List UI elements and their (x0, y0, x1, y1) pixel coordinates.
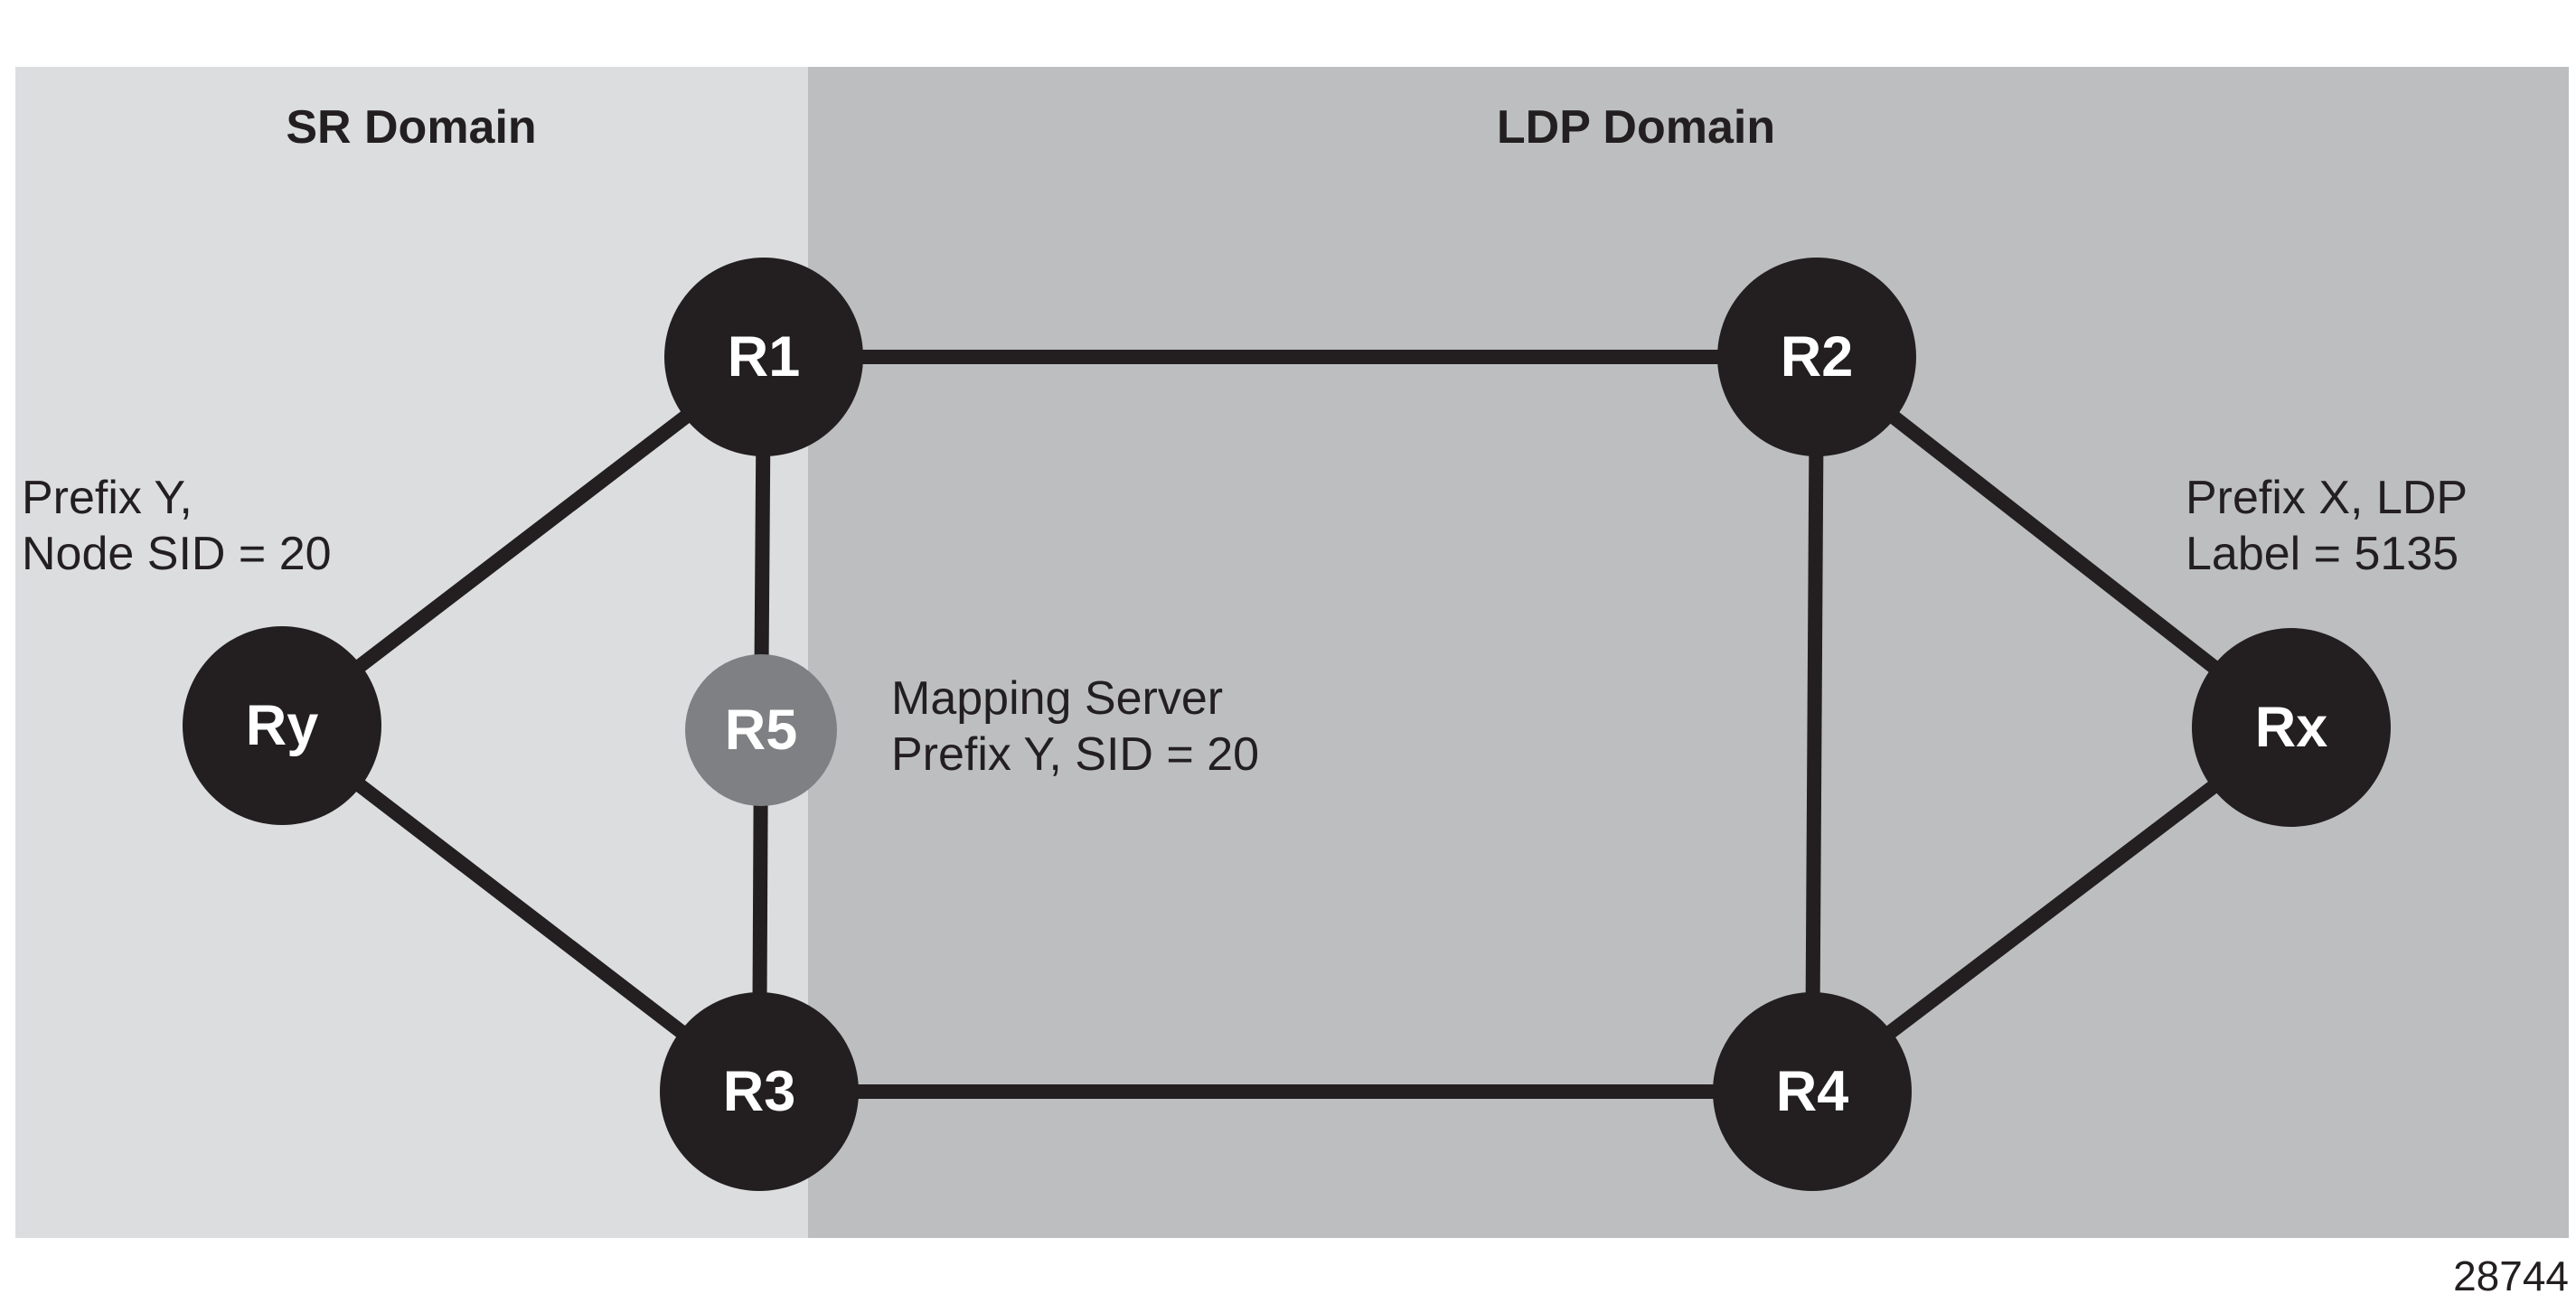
link-ry-r3 (277, 719, 764, 1098)
node-r1[interactable]: R1 (664, 258, 863, 456)
link-r2-rx (1812, 351, 2296, 734)
node-label-r5: R5 (725, 699, 798, 762)
node-circle-r1[interactable] (664, 258, 863, 456)
figure-number-layer: 28744 (2453, 1252, 2569, 1299)
node-r5[interactable]: R5 (685, 654, 837, 806)
annotation-line: Prefix Y, (22, 472, 193, 524)
annotation-line: Mapping Server (891, 672, 1223, 725)
node-ry[interactable]: Ry (183, 626, 381, 825)
node-label-r3: R3 (723, 1060, 796, 1123)
node-r2[interactable]: R2 (1717, 258, 1916, 456)
node-label-ry: Ry (246, 694, 319, 757)
annotation-line: Label = 5135 (2186, 528, 2458, 580)
link-r2-r4 (1805, 356, 1824, 1093)
node-circle-r4[interactable] (1713, 992, 1912, 1191)
node-label-r4: R4 (1776, 1060, 1849, 1123)
node-label-r2: R2 (1781, 325, 1854, 389)
annotation-line: Prefix X, LDP (2186, 472, 2468, 524)
figure-number: 28744 (2453, 1252, 2569, 1299)
link-ry-r1 (277, 351, 768, 732)
node-circle-r3[interactable] (660, 992, 859, 1191)
node-circle-ry[interactable] (183, 626, 381, 825)
link-layer (277, 350, 2296, 1099)
node-r4[interactable]: R4 (1713, 992, 1912, 1191)
annotation-line: Node SID = 20 (22, 528, 332, 580)
domain-title-sr: SR Domain (286, 101, 536, 154)
node-circle-r2[interactable] (1717, 258, 1916, 456)
node-label-r1: R1 (728, 325, 801, 389)
node-rx[interactable]: Rx (2192, 628, 2391, 827)
annotation-prefix-y: Prefix Y,Node SID = 20 (22, 472, 332, 580)
annotation-line: Prefix Y, SID = 20 (891, 728, 1259, 781)
domain-titles: SR Domain LDP Domain (286, 101, 1775, 154)
node-circle-r5[interactable] (685, 654, 837, 806)
node-r3[interactable]: R3 (660, 992, 859, 1191)
domain-title-ldp: LDP Domain (1497, 101, 1775, 154)
node-label-rx: Rx (2255, 696, 2328, 759)
node-circle-rx[interactable] (2192, 628, 2391, 827)
link-rx-r4 (1808, 721, 2296, 1098)
